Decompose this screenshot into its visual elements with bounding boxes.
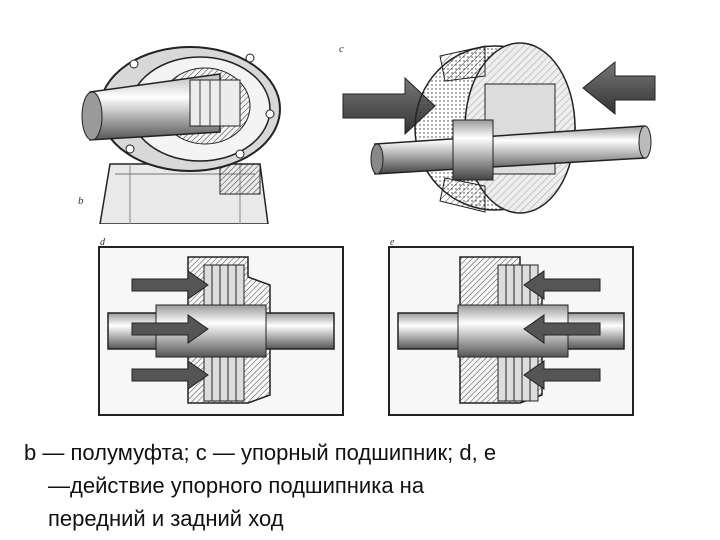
arrow-d-bottom <box>131 360 209 390</box>
arrow-e-bottom <box>523 360 601 390</box>
caption-line-1: b — полумуфта; c — упорный подшипник; d,… <box>24 440 497 465</box>
figure-e-reverse-motion: e <box>388 237 634 416</box>
arrow-e-top <box>523 270 601 300</box>
arrow-d-middle <box>131 314 209 344</box>
thrust-arrow-right <box>582 60 656 116</box>
caption-line-3: передний и задний ход <box>48 506 284 531</box>
figure-c-thrust-bearing: c <box>339 42 656 214</box>
caption-line-2: —действие упорного подшипника на <box>48 473 425 498</box>
figure-e-label: e <box>390 237 395 248</box>
figure-b-label: b <box>78 195 84 207</box>
figure-caption: b — полумуфта; c — упорный подшипник; d,… <box>24 436 704 535</box>
figure-d-label: d <box>100 237 106 248</box>
arrow-e-middle <box>523 314 601 344</box>
arrow-d-top <box>131 270 209 300</box>
figure-c-label: c <box>339 43 344 55</box>
figure-d-forward-motion: d <box>98 237 344 416</box>
figure-b-half-coupling: b <box>78 46 281 224</box>
